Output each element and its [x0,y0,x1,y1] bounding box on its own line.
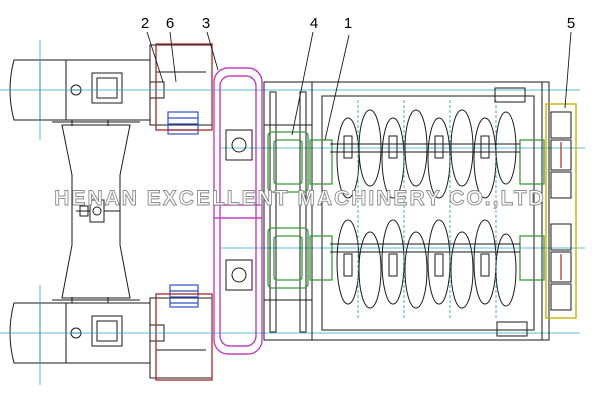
callout-5: 5 [567,15,575,32]
callout-4: 4 [310,15,318,32]
top-rotor [330,109,520,199]
gear-couplings [267,131,545,289]
callout-3: 3 [202,15,210,32]
coupling-pulleys [225,129,253,291]
callout-2: 2 [141,15,149,32]
callout-leaders [146,31,572,141]
reducer-block [149,44,213,379]
bottom-motor [9,297,165,364]
bottom-rotor [330,219,520,309]
motor-base-frame [52,121,140,301]
watermark-text: HENAN EXCELLENT MACHINERY CO.,LTD [54,187,545,210]
callout-6: 6 [166,15,174,32]
motor-fans [167,111,199,308]
coupling-frame [213,67,263,355]
crusher-housing [263,81,550,341]
end-bearings [550,111,572,311]
end-bearing-frame [545,103,577,319]
callout-1: 1 [344,15,352,32]
top-motor [9,59,165,126]
bearing-boxes [155,43,213,381]
hammer-paths [357,100,497,320]
centerlines [0,40,585,385]
